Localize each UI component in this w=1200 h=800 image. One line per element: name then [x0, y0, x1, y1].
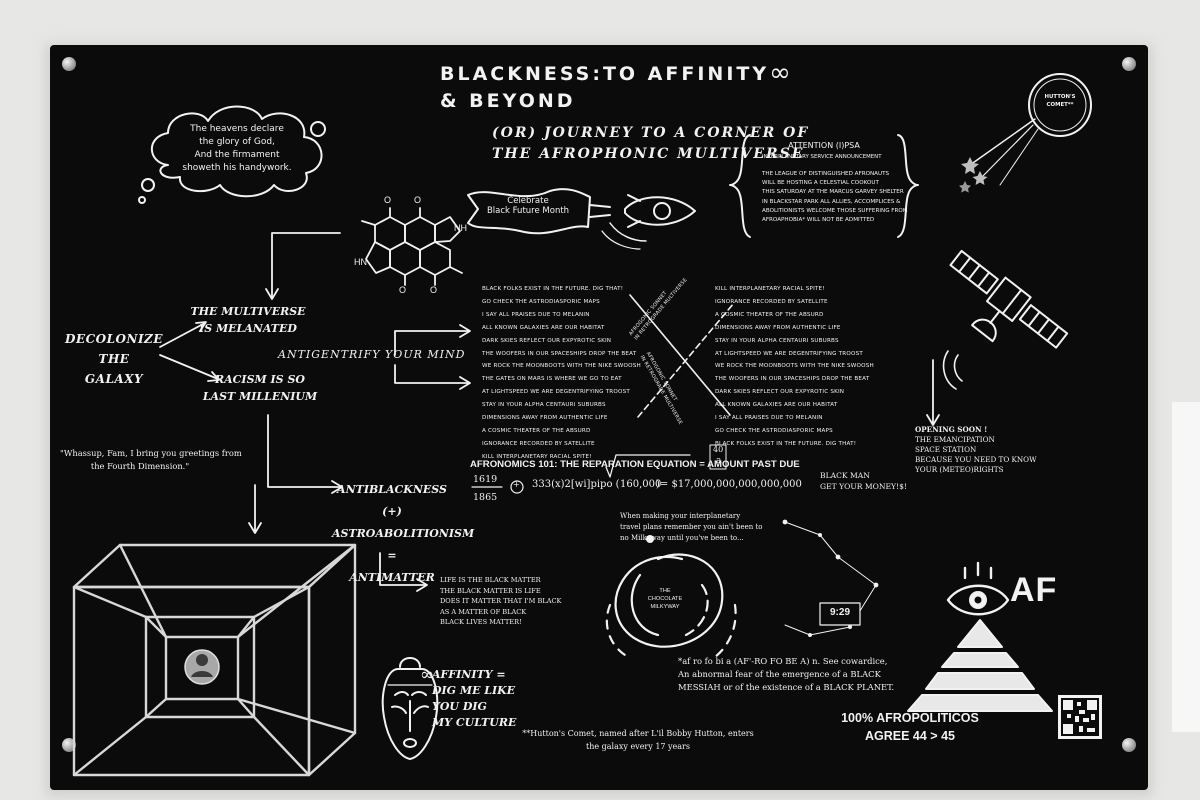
- comet-icon: [959, 73, 1092, 193]
- psa-subheading: INTERPLANETARY SERVICE ANNOUNCEMENT: [762, 154, 882, 160]
- equation-superscript: 40: [713, 445, 724, 454]
- side-caption-card: [1172, 402, 1200, 732]
- constellation-icon: [782, 519, 879, 637]
- antigentrify-your-mind: ANTIGENTRIFY YOUR MIND: [278, 348, 466, 361]
- molecule-atom-o2: O: [414, 195, 422, 205]
- multiverse-melanated: THE MULTIVERSE IS MELANATED: [190, 305, 306, 335]
- afropoliticos-tagline: 100% AFROPOLITICOS AGREE 44 > 45: [841, 711, 979, 743]
- line-art-layer: [72, 73, 1102, 777]
- banner-text: Celebrate Black Future Month: [486, 196, 570, 216]
- equation-result: )= $17,000,000,000,000,000: [656, 479, 802, 490]
- affinity-dig-culture: AFFINITY = DIG ME LIKE YOU DIG MY CULTUR…: [432, 668, 517, 729]
- equation-subscript: a: [716, 456, 722, 466]
- comet-footnote: **Hutton's Comet, named after L'il Bobby…: [522, 729, 754, 751]
- psa-heading: ATTENTION (I)PSA: [788, 141, 860, 150]
- sonnet-left-column: BLACK FOLKS EXIST IN THE FUTURE. DIG THA…: [482, 286, 641, 460]
- psa-brace-left: [729, 134, 751, 238]
- molecule-icon: [361, 207, 463, 286]
- molecule-atom-o4: O: [430, 285, 438, 295]
- tesseract-icon: [72, 543, 357, 777]
- psa-brace-right: [897, 134, 919, 238]
- bolt-bottom-left: [62, 738, 76, 752]
- poster-title-line-1: BLACKNESS:TO AFFINITY∞: [440, 58, 794, 88]
- decolonize-the-galaxy: DECOLONIZE THE GALAXY: [65, 332, 163, 386]
- bolt-bottom-right: [1122, 738, 1136, 752]
- bolt-top-right: [1122, 57, 1136, 71]
- whassup-quote: "Whassup, Fam, I bring you greetings fro…: [60, 448, 242, 471]
- equation-plus: +: [513, 480, 520, 489]
- psa-body: THE LEAGUE OF DISTINGUISHED AFRONAUTS WI…: [762, 171, 908, 224]
- cloud-verse: The heavens declare the glory of God, An…: [182, 124, 292, 173]
- milkyway-note: When making your interplanetary travel p…: [620, 512, 763, 542]
- af-logo: AF: [1010, 571, 1058, 609]
- affinity-symbol: ∞: [420, 665, 435, 685]
- galaxy-icon: [605, 535, 737, 659]
- equation-sqrt-value: 160,000: [620, 479, 662, 490]
- equation-middle: 333(x)2[wi]pipo (: [532, 479, 620, 490]
- poster-panel: BLACKNESS:TO AFFINITY∞ & BEYOND (OR) JOU…: [50, 45, 1148, 790]
- equation-heading: AFRONOMICS 101: THE REPARATION EQUATION …: [470, 459, 800, 470]
- african-mask-icon: [381, 657, 439, 760]
- poster-subtitle-line-2: THE AFROPHONIC MULTIVERSE: [492, 146, 805, 162]
- bolt-top-left: [62, 57, 76, 71]
- rocket-icon: [467, 188, 696, 250]
- molecule-atom-o1: O: [384, 195, 392, 205]
- afrophobia-definition: *af ro fo bi a (AF'-RO FO BE A) n. See c…: [678, 656, 895, 692]
- molecule-atom-hn: HN: [354, 257, 367, 267]
- sonnet-right-column: KILL INTERPLANETARY RACIAL SPITE! IGNORA…: [715, 286, 874, 447]
- antimatter-equation: ANTIBLACKNESS (+) ASTROABOLITIONISM = AN…: [332, 483, 475, 584]
- comet-label: HUTTON'S COMET**: [1044, 94, 1076, 108]
- opening-soon-notice: OPENING SOON ! THE EMANCIPATION SPACE ST…: [915, 425, 1037, 474]
- cloud-icon: [138, 105, 326, 204]
- black-lives-matter-verse: LIFE IS THE BLACK MATTER THE BLACK MATTE…: [440, 576, 562, 627]
- satellite-icon: [949, 249, 1069, 349]
- eye-pyramid-icon: [946, 561, 1010, 616]
- poster-title-line-2: & BEYOND: [440, 90, 576, 112]
- black-man-money: BLACK MAN GET YOUR MONEY!$!: [820, 471, 907, 491]
- qr-code-icon: [1058, 695, 1102, 739]
- equation-fraction-bottom: 1865: [473, 492, 498, 503]
- molecule-atom-o3: O: [399, 285, 407, 295]
- molecule-atom-nh: NH: [454, 223, 467, 233]
- equation-fraction-top: 1619: [473, 474, 498, 485]
- constellation-label: 9:29: [829, 607, 850, 618]
- racism-last-millenium: RACISM IS SO LAST MILLENIUM: [202, 373, 318, 403]
- milkyway-label: THE CHOCOLATE MILKYWAY: [647, 588, 683, 610]
- poster-subtitle-line-1: (OR) JOURNEY TO A CORNER OF: [492, 125, 810, 141]
